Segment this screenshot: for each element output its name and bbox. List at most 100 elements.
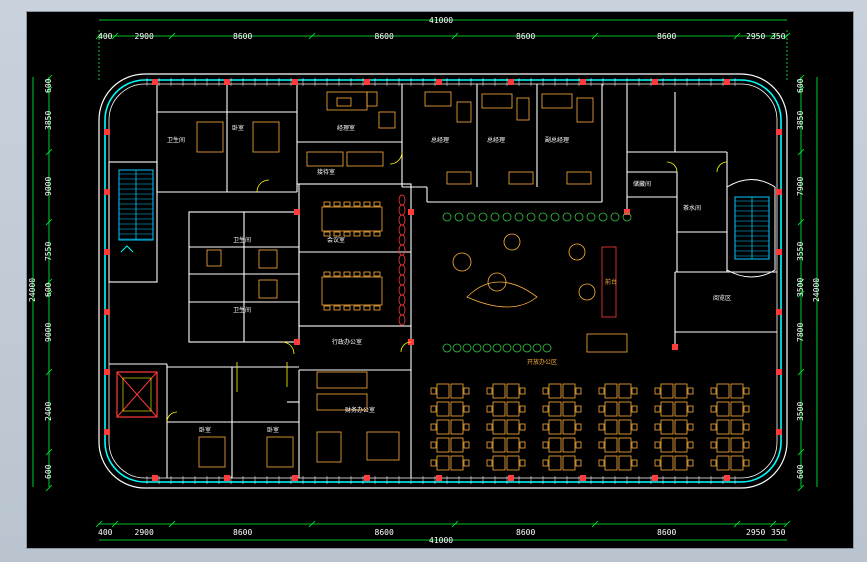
column bbox=[776, 429, 782, 435]
label-office-a: 经理室 bbox=[337, 124, 355, 132]
overall-dim-bottom: 41000 bbox=[429, 536, 453, 545]
label-bedroom-1: 卧室 bbox=[232, 124, 244, 132]
label-bathroom-1: 卫生间 bbox=[167, 136, 185, 144]
dim-segment-label: 350 bbox=[771, 32, 786, 41]
label-meeting: 会议室 bbox=[327, 236, 345, 244]
column bbox=[776, 129, 782, 135]
dimension-lines bbox=[32, 19, 818, 541]
label-storage: 储藏间 bbox=[633, 180, 651, 188]
floor-plan-drawing: 41000 41000 400 2900 8600 8600 8600 8600 2950 3… bbox=[28, 16, 821, 545]
dim-segment-label: 8600 bbox=[233, 528, 252, 537]
label-bathroom-3: 卫生间 bbox=[233, 306, 251, 314]
column bbox=[104, 429, 110, 435]
label-reception: 接待室 bbox=[317, 168, 335, 176]
dim-segment-label: 8600 bbox=[375, 32, 394, 41]
overall-dim-left: 24000 bbox=[28, 278, 37, 302]
room-labels: 经理室 总经理 总经理 副总经理 接待室 会议室 行政办公室 财务办公室 开放办… bbox=[167, 124, 731, 434]
dimension-labels: 41000 41000 400 2900 8600 8600 8600 8600 2950 3… bbox=[28, 16, 821, 545]
column bbox=[436, 475, 442, 481]
dim-segment-label: 8600 bbox=[233, 32, 252, 41]
label-front-desk: 前台 bbox=[605, 278, 617, 286]
label-finance-office: 财务办公室 bbox=[345, 406, 375, 414]
dim-segment-label: 3850 bbox=[44, 111, 53, 130]
dim-segment-label: 400 bbox=[98, 528, 113, 537]
column bbox=[724, 475, 730, 481]
column bbox=[104, 309, 110, 315]
elevator-shaft bbox=[116, 371, 158, 418]
column bbox=[104, 189, 110, 195]
column bbox=[580, 79, 586, 85]
column bbox=[364, 475, 370, 481]
label-office-b2: 总经理 bbox=[487, 136, 505, 144]
label-admin-office: 行政办公室 bbox=[332, 338, 362, 346]
column bbox=[508, 79, 514, 85]
stair-right bbox=[726, 179, 776, 278]
dim-segment-label: 9000 bbox=[44, 323, 53, 342]
dim-segment-label: 400 bbox=[98, 32, 113, 41]
column bbox=[152, 475, 158, 481]
label-bedroom-3: 卧室 bbox=[267, 426, 279, 434]
column bbox=[776, 249, 782, 255]
dim-segment-label: 8600 bbox=[657, 528, 676, 537]
dim-segment-label: 3550 bbox=[796, 242, 805, 261]
dim-segment-label: 8600 bbox=[375, 528, 394, 537]
column bbox=[152, 79, 158, 85]
dim-segment-label: 3500 bbox=[796, 402, 805, 421]
dim-segment-label: 2900 bbox=[135, 528, 154, 537]
doors bbox=[166, 151, 728, 423]
column bbox=[104, 369, 110, 375]
column bbox=[724, 79, 730, 85]
dim-segment-label: 600 bbox=[44, 282, 53, 297]
column bbox=[436, 79, 442, 85]
drawing-viewport[interactable]: 41000 41000 400 2900 8600 8600 8600 8600 2950 3… bbox=[26, 11, 854, 549]
dim-segment-label: 3500 bbox=[796, 278, 805, 297]
dim-segment-label: 7900 bbox=[796, 177, 805, 196]
dim-segment-label: 8600 bbox=[516, 528, 535, 537]
column bbox=[776, 189, 782, 195]
stair-left bbox=[118, 169, 154, 253]
building-outline bbox=[98, 73, 788, 489]
label-bedroom-2: 卧室 bbox=[199, 426, 211, 434]
dim-segment-label: 7550 bbox=[44, 242, 53, 261]
label-tea-room: 茶水间 bbox=[683, 204, 701, 212]
column bbox=[652, 79, 658, 85]
dim-segment-label: 2900 bbox=[135, 32, 154, 41]
label-reading: 阅览区 bbox=[713, 294, 731, 302]
overall-dim-top: 41000 bbox=[429, 16, 453, 25]
column bbox=[292, 475, 298, 481]
column bbox=[294, 339, 300, 345]
dim-segment-label: 600 bbox=[44, 464, 53, 479]
column bbox=[104, 129, 110, 135]
dim-segment-label: 2400 bbox=[44, 402, 53, 421]
column bbox=[624, 209, 630, 215]
column bbox=[776, 309, 782, 315]
structural-columns bbox=[104, 79, 782, 481]
column bbox=[292, 79, 298, 85]
label-bathroom-2: 卫生间 bbox=[233, 236, 251, 244]
column bbox=[294, 209, 300, 215]
planting bbox=[398, 194, 632, 353]
dim-segment-label: 8600 bbox=[657, 32, 676, 41]
column bbox=[508, 475, 514, 481]
furniture bbox=[196, 91, 750, 471]
dim-segment-label: 3850 bbox=[796, 111, 805, 130]
column bbox=[224, 79, 230, 85]
label-office-c: 副总经理 bbox=[545, 136, 569, 144]
dim-segment-label: 2950 bbox=[746, 32, 765, 41]
overall-dim-right: 24000 bbox=[812, 278, 821, 302]
dim-segment-label: 350 bbox=[771, 528, 786, 537]
dim-segment-label: 600 bbox=[44, 78, 53, 93]
dim-segment-label: 2950 bbox=[746, 528, 765, 537]
column bbox=[580, 475, 586, 481]
column bbox=[776, 369, 782, 375]
label-office-b: 总经理 bbox=[431, 136, 449, 144]
column bbox=[104, 249, 110, 255]
dim-segment-label: 7800 bbox=[796, 323, 805, 342]
dim-segment-label: 9000 bbox=[44, 177, 53, 196]
column bbox=[364, 79, 370, 85]
dim-segment-label: 600 bbox=[796, 464, 805, 479]
dim-segment-label: 8600 bbox=[516, 32, 535, 41]
column bbox=[672, 344, 678, 350]
dim-segment-label: 600 bbox=[796, 78, 805, 93]
